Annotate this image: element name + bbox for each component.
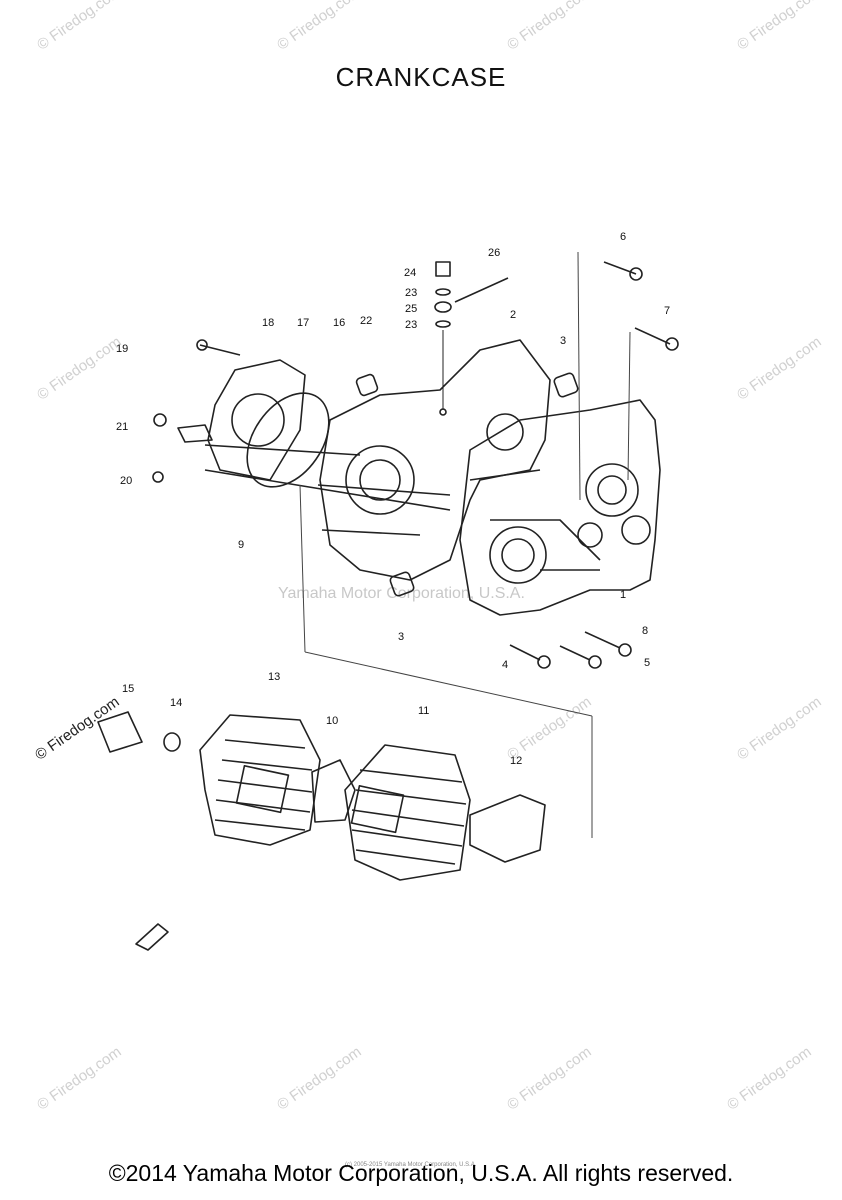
copyright-footer: ©2014 Yamaha Motor Corporation, U.S.A. A… bbox=[108, 1160, 734, 1186]
bolt-head bbox=[588, 655, 602, 669]
callout-label: 26 bbox=[488, 247, 500, 259]
callout-label: 10 bbox=[326, 715, 338, 727]
stud bbox=[321, 529, 421, 536]
breather-pipe bbox=[454, 277, 509, 303]
o-ring bbox=[246, 392, 330, 488]
bolt-head bbox=[629, 267, 643, 281]
washer bbox=[435, 320, 451, 328]
dowel-pin bbox=[553, 372, 579, 398]
stud bbox=[204, 469, 451, 511]
callout-label: 4 bbox=[502, 659, 508, 671]
center-watermark: Yamaha Motor Corporation, U.S.A. bbox=[278, 585, 525, 602]
callout-label: 15 bbox=[122, 683, 134, 695]
leader bbox=[304, 651, 593, 717]
washer bbox=[435, 288, 451, 296]
fitting bbox=[177, 424, 213, 443]
callout-label: 8 bbox=[642, 625, 648, 637]
callout-label: 12 bbox=[510, 755, 522, 767]
bearing-boss bbox=[577, 522, 603, 548]
bolt-head bbox=[618, 643, 632, 657]
front-arrow-icon bbox=[135, 923, 169, 951]
callout-label: 24 bbox=[404, 267, 416, 279]
callout-label: 6 bbox=[620, 231, 626, 243]
cover-plate bbox=[207, 359, 306, 481]
callout-label: 22 bbox=[360, 315, 372, 327]
cylinder-fin bbox=[214, 739, 313, 831]
bearing-boss bbox=[621, 515, 651, 545]
callout-label: 13 bbox=[268, 671, 280, 683]
bolt-head bbox=[537, 655, 551, 669]
callout-label: 19 bbox=[116, 343, 128, 355]
washer bbox=[163, 732, 181, 752]
callout-label: 1 bbox=[620, 589, 626, 601]
callout-label: 18 bbox=[262, 317, 274, 329]
bearing-boss bbox=[486, 413, 524, 451]
callout-label: 3 bbox=[560, 335, 566, 347]
callout-label: 9 bbox=[238, 539, 244, 551]
cover-bore bbox=[231, 393, 285, 447]
cylinder-left bbox=[199, 714, 321, 846]
callout-label: 17 bbox=[297, 317, 309, 329]
callout-label: 23 bbox=[405, 319, 417, 331]
o-ring-small bbox=[153, 413, 167, 427]
crankcase-left-half bbox=[319, 339, 551, 581]
bearing-boss bbox=[345, 445, 415, 515]
stud bbox=[204, 444, 361, 456]
crankcase-right-half bbox=[459, 399, 661, 616]
exhaust-cover bbox=[469, 794, 546, 863]
breather-bolt bbox=[435, 261, 451, 277]
bolt bbox=[559, 645, 591, 661]
bearing-boss bbox=[597, 475, 627, 505]
callout-label: 21 bbox=[116, 421, 128, 433]
leader bbox=[627, 331, 631, 481]
cylinder-port bbox=[235, 765, 290, 814]
page-title: CRANKCASE bbox=[335, 62, 507, 92]
dowel-pin bbox=[389, 571, 415, 597]
fine-print: (c) 2005-2015 Yamaha Motor Corporation, … bbox=[345, 1162, 477, 1168]
bearing-boss bbox=[585, 463, 639, 517]
callout-label: 14 bbox=[170, 697, 182, 709]
callout-label: 20 bbox=[120, 475, 132, 487]
callout-label: 16 bbox=[333, 317, 345, 329]
bolt bbox=[584, 631, 621, 649]
callout-label: 11 bbox=[418, 705, 429, 717]
bolt bbox=[509, 644, 541, 661]
bolt-head bbox=[665, 337, 679, 351]
callout-label: 2 bbox=[510, 309, 516, 321]
callout-label: 23 bbox=[405, 287, 417, 299]
bearing-boss bbox=[489, 526, 547, 584]
leader bbox=[299, 484, 306, 653]
callout-label: 25 bbox=[405, 303, 417, 315]
bolt bbox=[634, 327, 671, 345]
o-ring-small bbox=[152, 471, 164, 483]
bearing-boss bbox=[359, 459, 401, 501]
callout-label: 3 bbox=[398, 631, 404, 643]
breather-union bbox=[434, 301, 452, 313]
callout-label: 5 bbox=[644, 657, 650, 669]
stud bbox=[317, 484, 451, 496]
leader bbox=[577, 251, 581, 501]
pipe bbox=[97, 711, 143, 753]
dowel-pin bbox=[355, 373, 379, 397]
callout-label: 7 bbox=[664, 305, 670, 317]
cylinder-right bbox=[344, 744, 471, 881]
cylinder-gasket bbox=[311, 759, 356, 823]
bolt bbox=[603, 261, 637, 275]
cylinder-port bbox=[350, 785, 405, 834]
bearing-boss bbox=[501, 538, 535, 572]
cylinder-fin bbox=[351, 769, 467, 865]
bolt-head bbox=[196, 339, 208, 351]
